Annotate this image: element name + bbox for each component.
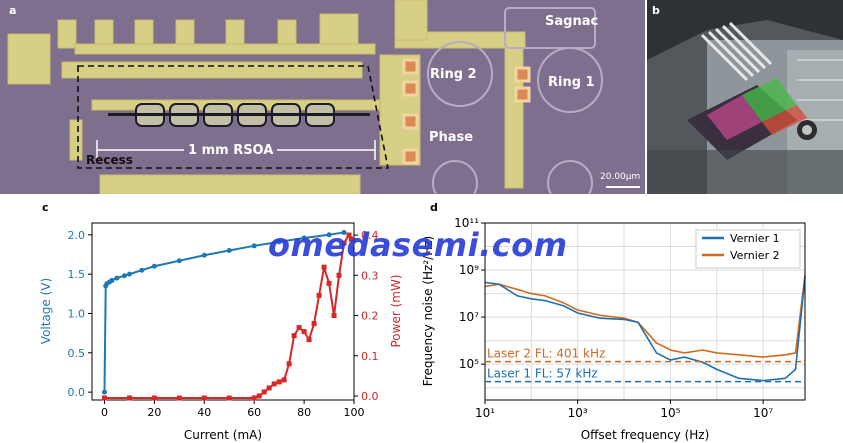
ring2-label: Ring 2 [430,67,477,82]
ring1-label: Ring 1 [548,75,595,90]
phase-label: Phase [429,130,474,145]
chart-c-point [139,267,145,273]
chart-c-point [261,389,267,395]
chart-c-point [176,395,182,401]
chart-c-xtick-label: 0 [101,406,108,419]
panel-c-letter: c [42,201,49,214]
chart-c-xtick-label: 40 [197,406,211,419]
chart-c-ytick-label: 1.0 [68,307,86,320]
chart-c-point [341,240,347,246]
chart-c-point [101,389,107,395]
chart-c-point [306,337,312,343]
chart-c-point [346,232,352,238]
chart-c-point [276,379,282,385]
chart-c-y2tick-label: 0.3 [361,269,379,282]
chart-c-point [326,232,332,238]
chart-c-xtick-label: 80 [297,406,311,419]
chart-c-point [151,395,157,401]
chart-c-y2tick-label: 0.0 [361,390,379,403]
chart-c-y2tick-label: 0.4 [361,229,379,242]
chart-c-point [251,243,257,249]
chart-c-ylabel: Voltage (V) [39,278,53,344]
chart-c-ytick-label: 0.5 [68,347,86,360]
chart-c-point [326,280,332,286]
recess-label: Recess [86,153,133,167]
chart-c-point [121,273,127,279]
chart-c-xtick-label: 20 [147,406,161,419]
chart-c-point [286,361,292,367]
chart-c-point [226,395,232,401]
chart-c-point [151,263,157,269]
chart-c-point [281,377,287,383]
chart-c-point [114,275,120,281]
chart-c-point [101,395,107,401]
chip-layout-drawing [0,0,645,194]
chart-c-point [271,381,277,387]
chart-c-point [301,235,307,241]
chart-c-point [276,239,282,245]
chart-c-point [331,313,337,319]
chart-c-point [126,395,132,401]
chart-c-point [251,395,257,401]
chart-c-point [176,258,182,264]
sagnac-label: Sagnac [545,14,599,29]
chart-c-point [301,329,307,335]
chart-c-point [341,229,347,235]
chart-c-point [226,248,232,254]
scale-bar-label: 20.00μm [600,172,641,182]
chart-c-xtick-label: 60 [247,406,261,419]
chart-c-point [256,393,262,399]
watermark-text: omedasemi.com [268,226,568,264]
chart-c-point [201,395,207,401]
rsoa-label: 1 mm RSOA [184,143,278,158]
panel-a-letter: a [9,4,17,17]
chart-c-point [109,277,115,283]
chart-c-point [291,333,297,339]
chart-c-point [266,385,272,391]
panel-b-letter: b [652,4,660,17]
setup-photo: b [647,0,843,194]
chip-micrograph: a Sagnac Ring 2 Ring 1 Phase 1 mm RSOA R… [0,0,645,194]
chart-c-y2tick-label: 0.1 [361,350,379,363]
chart-c-point [296,325,302,331]
chart-c-ytick-label: 1.5 [68,268,86,281]
setup-photo-drawing [647,0,843,194]
chart-c-y2label: Power (mW) [389,274,403,347]
chart-c-frame [91,222,355,401]
chart-c-point [336,272,342,278]
chart-c-point [349,236,355,242]
chart-c-point [201,252,207,258]
chart-c-ytick-label: 0.0 [68,386,86,399]
chart-c-ytick-label: 2.0 [68,229,86,242]
chart-c-point [126,271,132,277]
chart-c-point [321,264,327,270]
chart-c-xlabel: Current (mA) [184,428,262,442]
chart-c-point [311,321,317,327]
chart-c-xtick-label: 100 [344,406,365,419]
chart-c-point [316,292,322,298]
chart-c-y2tick-label: 0.2 [361,310,379,323]
